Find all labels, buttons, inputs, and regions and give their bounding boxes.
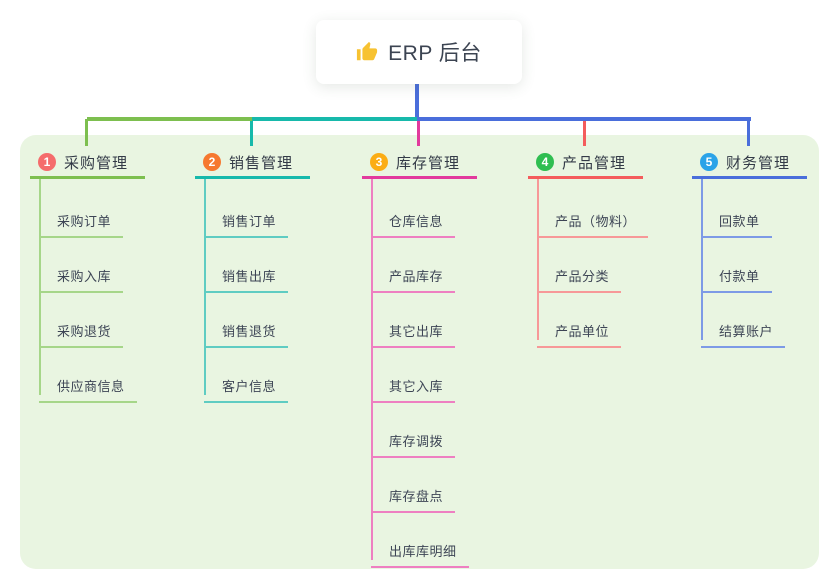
- branch-connector-drop: [417, 119, 420, 146]
- branch-number-badge: 3: [370, 153, 388, 171]
- child-node[interactable]: 产品库存: [371, 255, 456, 293]
- branch-label: 销售管理: [229, 154, 294, 172]
- connector-segment: [417, 117, 751, 121]
- child-node[interactable]: 库存调拨: [371, 420, 456, 458]
- child-node[interactable]: 结算账户: [701, 310, 786, 348]
- branch-underline: [30, 176, 145, 179]
- branch-node-2[interactable]: 2 销售管理: [203, 149, 293, 175]
- child-trunk-line: [701, 179, 703, 340]
- root-node-title: ERP 后台: [388, 42, 482, 65]
- child-node[interactable]: 销售订单: [204, 200, 289, 238]
- child-node[interactable]: 销售出库: [204, 255, 289, 293]
- child-node[interactable]: 其它入库: [371, 365, 456, 403]
- child-trunk-line: [371, 179, 373, 560]
- child-node[interactable]: 客户信息: [204, 365, 289, 403]
- child-node[interactable]: 仓库信息: [371, 200, 456, 238]
- child-node[interactable]: 产品（物料）: [537, 200, 649, 238]
- branches-panel: [20, 135, 819, 569]
- child-node[interactable]: 销售退货: [204, 310, 289, 348]
- thumbs-up-icon: [357, 41, 378, 61]
- child-node[interactable]: 采购订单: [39, 200, 124, 238]
- child-node[interactable]: 产品单位: [537, 310, 622, 348]
- branch-label: 财务管理: [726, 154, 791, 172]
- branch-node-1[interactable]: 1 采购管理: [38, 149, 128, 175]
- child-node[interactable]: 采购退货: [39, 310, 124, 348]
- child-node[interactable]: 付款单: [701, 255, 772, 293]
- branch-number-badge: 4: [536, 153, 554, 171]
- branch-node-4[interactable]: 4 产品管理: [536, 149, 626, 175]
- branch-connector-drop: [747, 119, 750, 146]
- branch-label: 产品管理: [562, 154, 627, 172]
- connector-segment: [252, 117, 419, 121]
- branch-connector-drop: [250, 119, 253, 146]
- child-trunk-line: [39, 179, 41, 395]
- branch-number-badge: 1: [38, 153, 56, 171]
- root-node[interactable]: ERP 后台: [316, 20, 522, 84]
- connector-segment: [87, 117, 252, 121]
- branch-underline: [692, 176, 807, 179]
- branch-connector-drop: [85, 119, 88, 146]
- branch-number-badge: 5: [700, 153, 718, 171]
- branch-connector-drop: [583, 119, 586, 146]
- branch-number-badge: 2: [203, 153, 221, 171]
- child-node[interactable]: 其它出库: [371, 310, 456, 348]
- branch-label: 库存管理: [396, 154, 461, 172]
- child-node[interactable]: 采购入库: [39, 255, 124, 293]
- child-node[interactable]: 出库库明细: [371, 530, 469, 568]
- child-node[interactable]: 产品分类: [537, 255, 622, 293]
- child-trunk-line: [537, 179, 539, 340]
- branch-label: 采购管理: [64, 154, 129, 172]
- branch-underline: [362, 176, 477, 179]
- branch-underline: [195, 176, 310, 179]
- child-node[interactable]: 供应商信息: [39, 365, 137, 403]
- child-trunk-line: [204, 179, 206, 395]
- branch-node-5[interactable]: 5 财务管理: [700, 149, 790, 175]
- child-node[interactable]: 库存盘点: [371, 475, 456, 513]
- branch-node-3[interactable]: 3 库存管理: [370, 149, 460, 175]
- branch-underline: [528, 176, 643, 179]
- root-connector-line: [415, 84, 419, 121]
- child-node[interactable]: 回款单: [701, 200, 772, 238]
